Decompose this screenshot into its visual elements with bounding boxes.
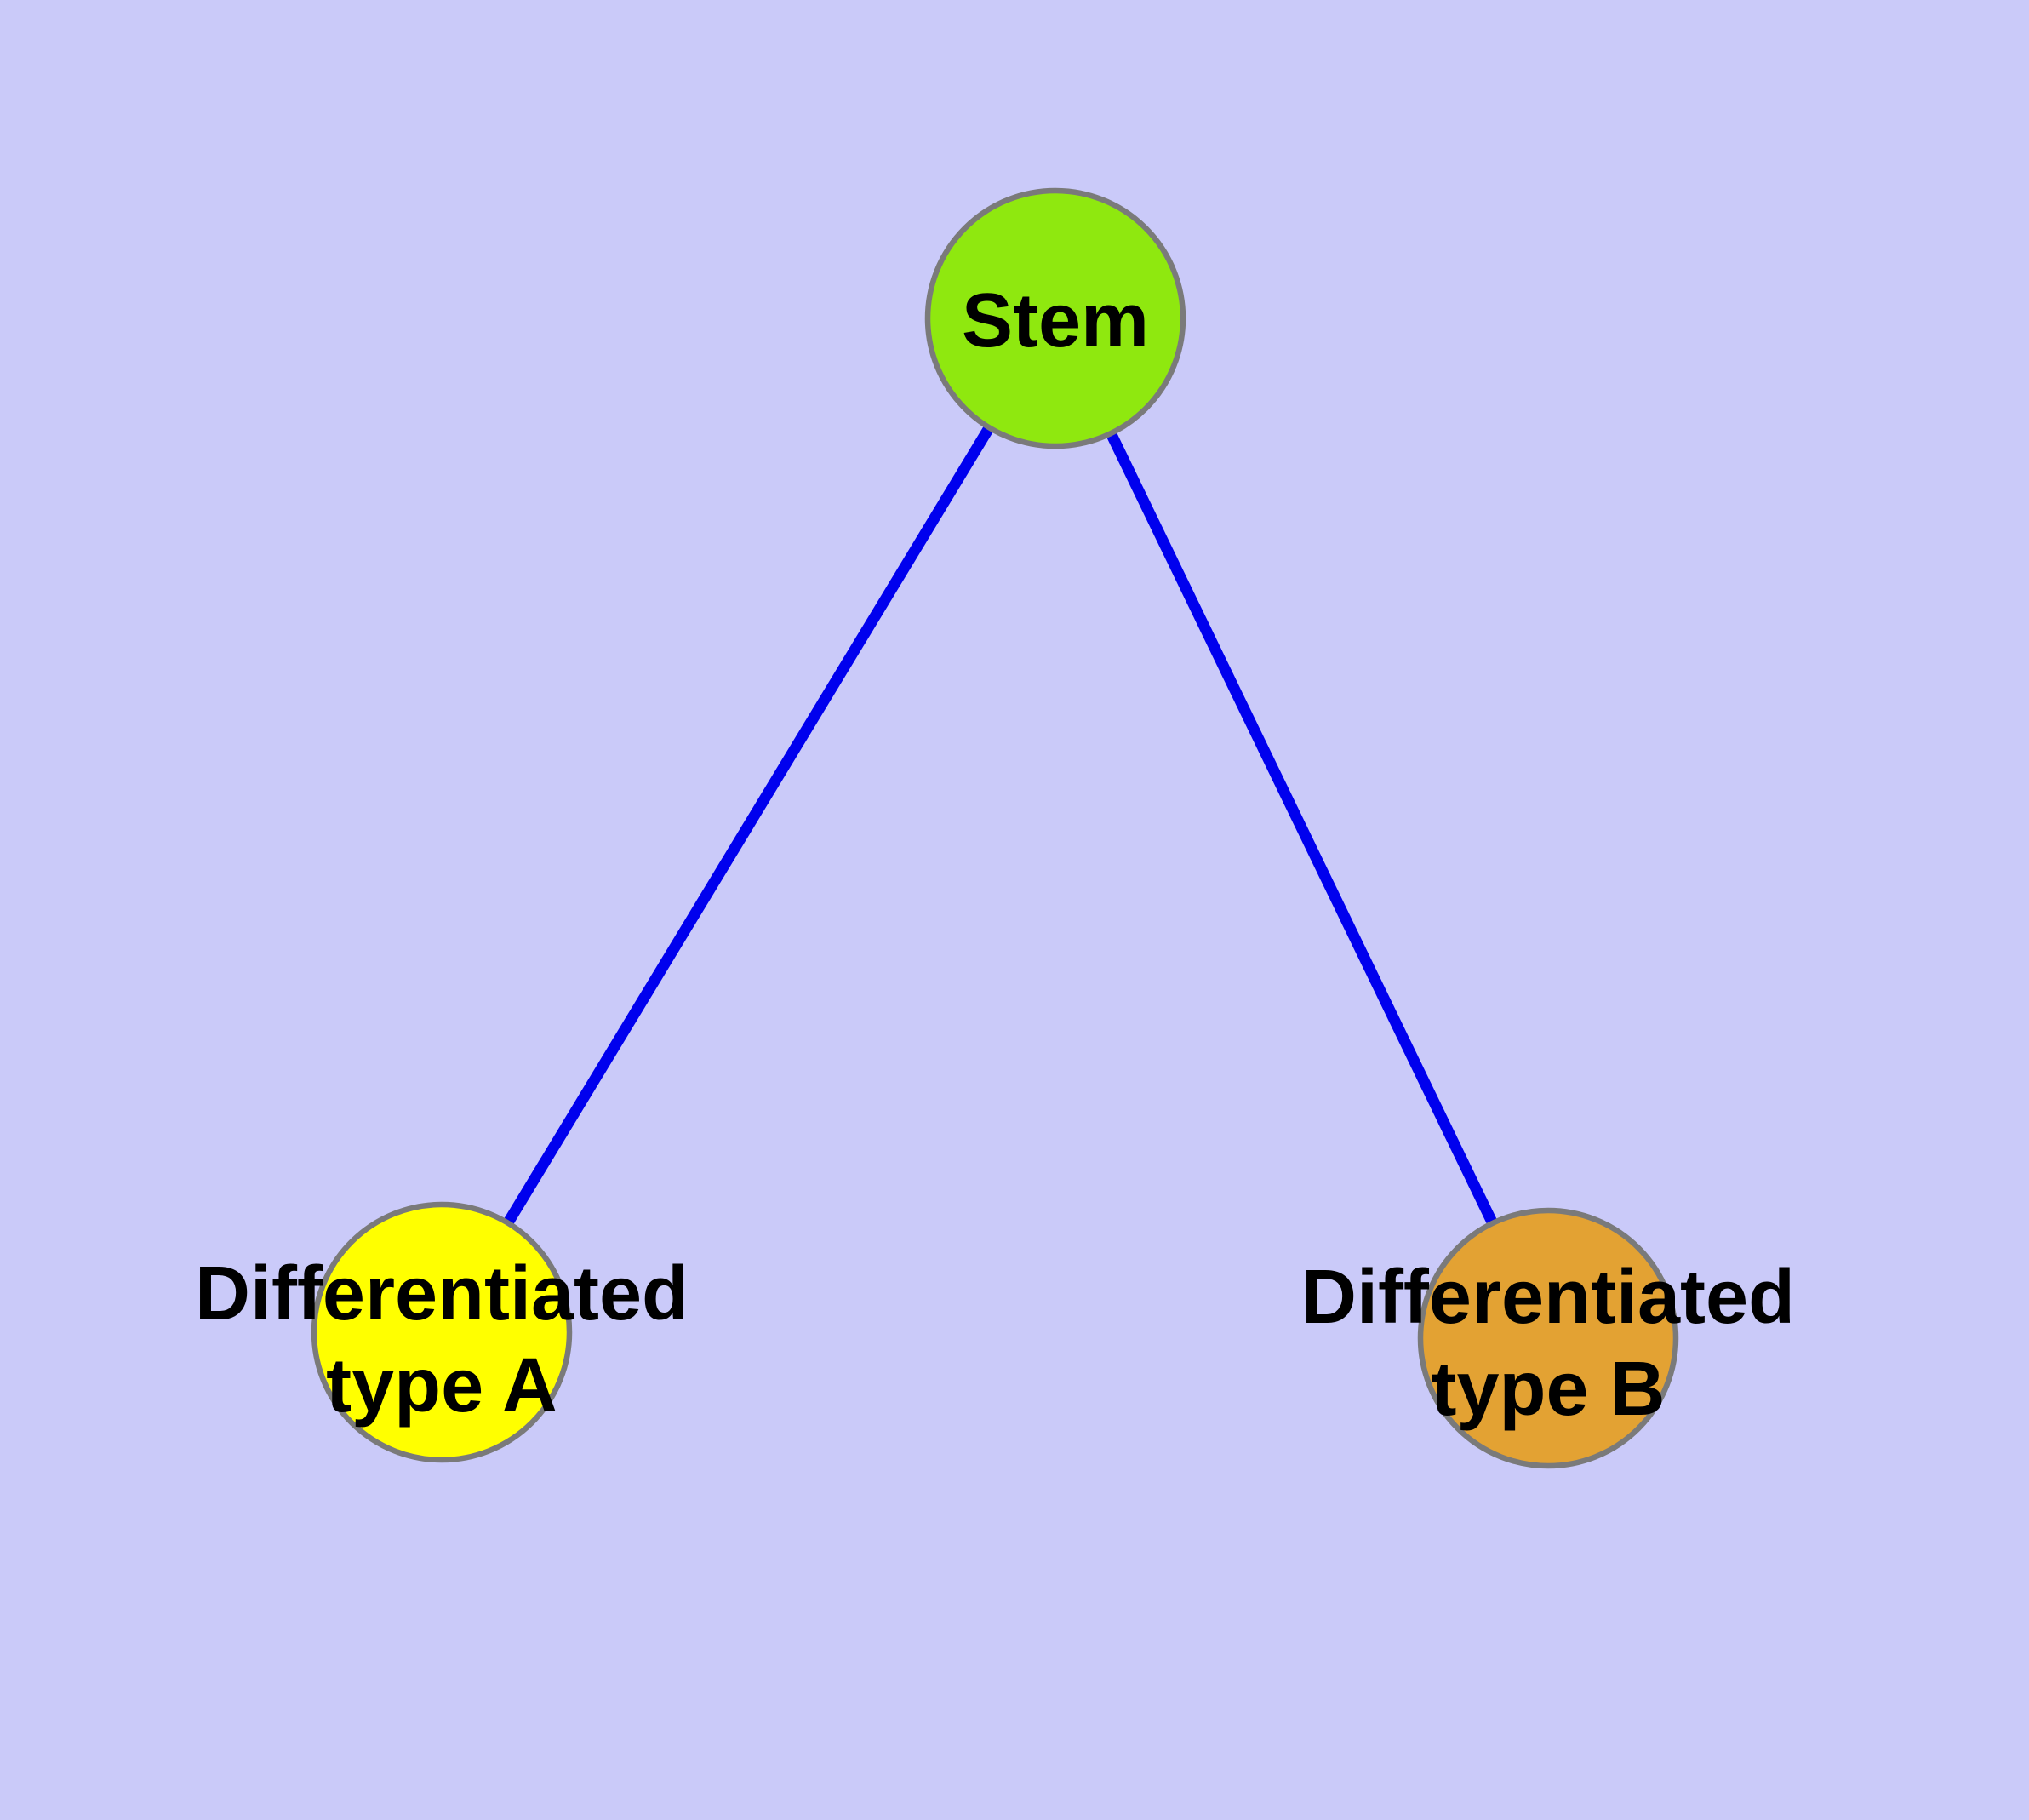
edge-stem-to-type-b [1050, 316, 1553, 1341]
node-differentiated-type-a-circle [311, 1201, 573, 1463]
node-stem-label: Stem [962, 278, 1149, 363]
node-differentiated-type-b-circle [1417, 1207, 1679, 1469]
node-differentiated-type-a: Differentiated type A [195, 1201, 689, 1463]
node-differentiated-type-b-label-line2: type B [1431, 1347, 1665, 1432]
node-stem-circle [924, 187, 1186, 449]
node-differentiated-type-a-label-line2: type A [326, 1343, 557, 1428]
node-differentiated-type-b: Differentiated type B [1301, 1207, 1795, 1469]
node-differentiated-type-a-label-line1: Differentiated [195, 1251, 689, 1336]
node-differentiated-type-b-label-line1: Differentiated [1301, 1255, 1795, 1340]
edge-stem-to-type-a [437, 315, 1060, 1336]
node-stem: Stem [924, 187, 1186, 449]
